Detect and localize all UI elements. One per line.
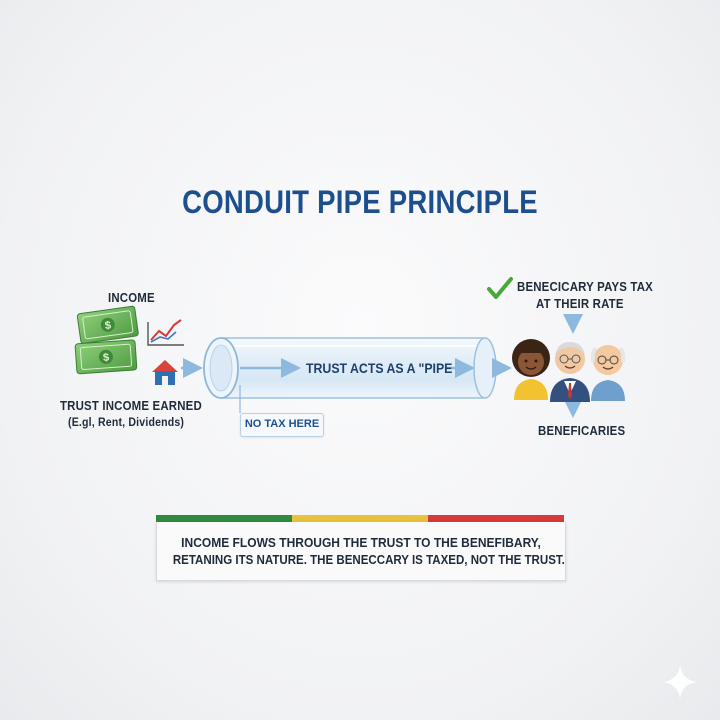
income-source-title: TRUST INCOME EARNED bbox=[60, 398, 202, 413]
summary-line-2: RETANING ITS NATURE. THE BENECCARY IS TA… bbox=[172, 553, 565, 567]
person-icon bbox=[512, 339, 550, 400]
income-source-examples: (E.gl, Rent, Dividends) bbox=[68, 415, 185, 429]
money-stack-icon: $ $ bbox=[74, 305, 139, 375]
beneficiaries-label: BENEFICARIES bbox=[538, 423, 626, 438]
beneficiary-rate-label: AT THEIR RATE bbox=[536, 296, 624, 311]
color-bar-red bbox=[428, 515, 564, 522]
page-title: CONDUIT PIPE PRINCIPLE bbox=[182, 184, 538, 220]
person-icon bbox=[590, 345, 626, 401]
summary-line-1: INCOME FLOWS THROUGH THE TRUST TO THE BE… bbox=[181, 536, 541, 550]
growth-chart-icon bbox=[147, 319, 184, 346]
pipe-label: TRUST ACTS AS A "PIPE bbox=[306, 360, 453, 376]
color-bar-yellow bbox=[292, 515, 428, 522]
svg-text:$: $ bbox=[104, 319, 112, 332]
sparkle-icon bbox=[663, 665, 697, 699]
color-bar bbox=[156, 515, 564, 522]
no-tax-badge: NO TAX HERE bbox=[240, 413, 324, 437]
color-bar-green bbox=[156, 515, 292, 522]
no-tax-label: NO TAX HERE bbox=[244, 418, 320, 430]
svg-text:$: $ bbox=[103, 352, 110, 364]
income-label: INCOME bbox=[108, 290, 155, 305]
beneficiary-pays-tax-label: BENECICARY PAYS TAX bbox=[517, 279, 654, 294]
summary-box: INCOME FLOWS THROUGH THE TRUST TO THE BE… bbox=[156, 522, 566, 581]
house-icon bbox=[152, 360, 178, 385]
person-icon bbox=[550, 342, 590, 402]
check-icon bbox=[487, 277, 513, 299]
